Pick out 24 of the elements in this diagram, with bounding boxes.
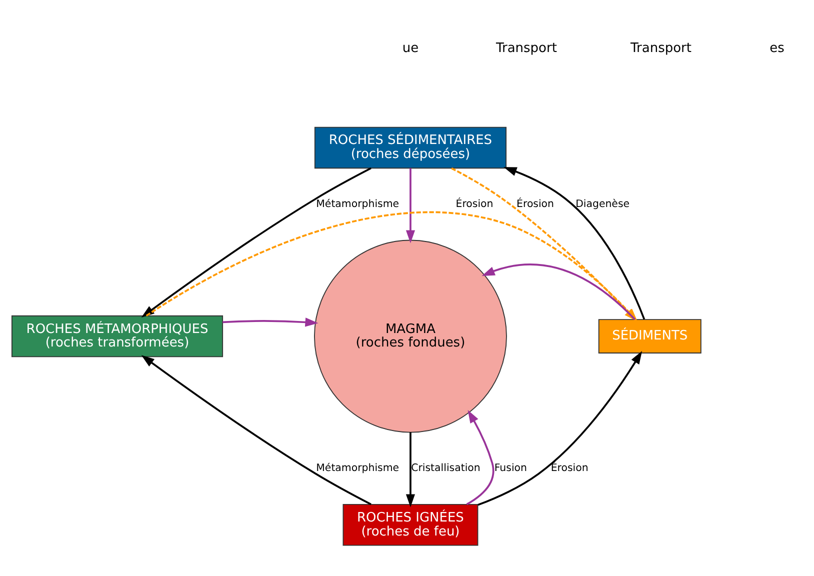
arrow	[406, 168, 416, 243]
edge-label: Fusion	[494, 462, 527, 474]
label: es	[770, 40, 784, 56]
edge-label: Diagenèse	[576, 198, 630, 210]
edge-label: Cristallisation	[411, 462, 480, 474]
label: ue	[402, 40, 419, 56]
edge-label: Érosion	[550, 462, 588, 474]
arrow	[222, 317, 318, 326]
node-box: ROCHES SÉDIMENTAIRES (roches déposées)	[314, 126, 507, 168]
arrow	[466, 409, 494, 505]
arrow	[141, 354, 372, 505]
node-box: SÉDIMENTS	[598, 318, 702, 353]
node-box: ROCHES IGNÉES (roches de feu)	[342, 504, 478, 546]
arrow	[478, 350, 642, 506]
edge-label: Érosion	[516, 198, 554, 210]
edge-label: Érosion	[456, 198, 494, 210]
arrow	[406, 432, 416, 507]
edge-label: Métamorphisme	[316, 462, 400, 474]
label: Transport	[496, 40, 557, 56]
node-circle: MAGMA (roches fondues)	[314, 239, 507, 432]
label: Transport	[630, 40, 692, 56]
arrow	[504, 166, 646, 320]
edge-label: Métamorphisme	[316, 198, 400, 210]
node-box: ROCHES MÉTAMORPHIQUES (roches transformées)	[11, 314, 224, 357]
